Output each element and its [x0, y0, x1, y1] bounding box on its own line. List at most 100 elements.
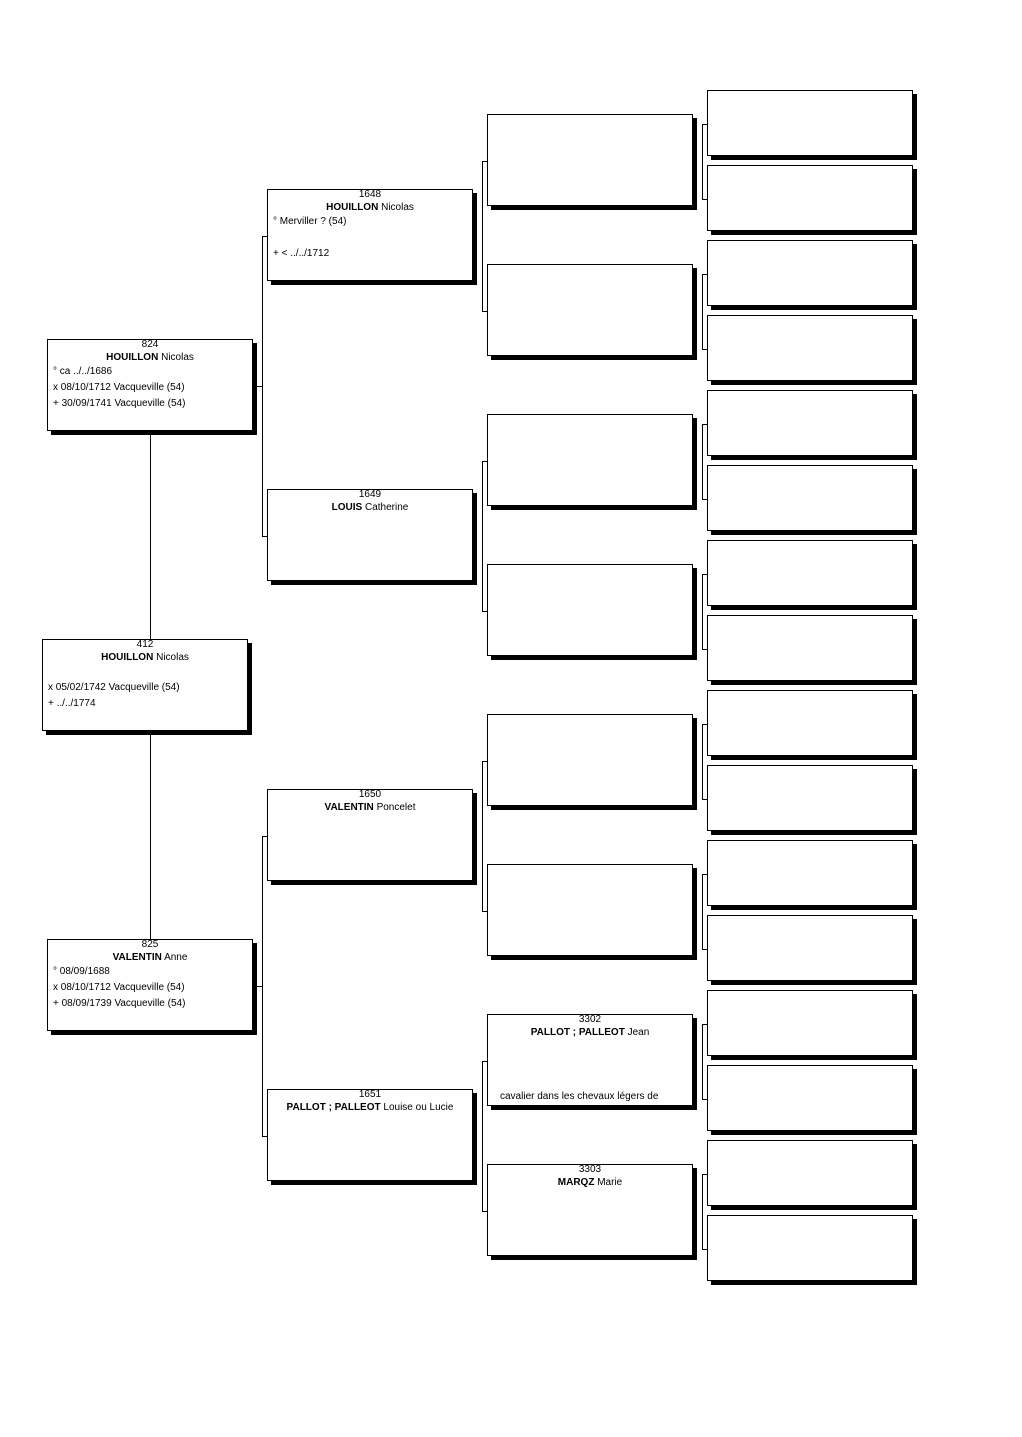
connector-line	[702, 649, 708, 650]
person-box-gen5-3[interactable]	[707, 240, 913, 306]
surname: VALENTIN	[112, 952, 162, 963]
connector-line	[702, 124, 703, 199]
birth-event: ° ca ../../1686	[53, 366, 113, 377]
connector-line	[702, 874, 708, 875]
person-box-824[interactable]: 824 HOUILLON Nicolas ° ca ../../1686 x 0…	[47, 339, 253, 431]
person-box-1651[interactable]: 1651 PALLOT ; PALLEOT Louise ou Lucie	[267, 1089, 473, 1181]
person-box-gen5-7[interactable]	[707, 540, 913, 606]
person-box-gen5-9[interactable]	[707, 690, 913, 756]
connector-line	[702, 349, 708, 350]
person-box-3301[interactable]	[487, 864, 693, 956]
connector-line	[482, 1061, 488, 1062]
sosa-number: 1651	[358, 1089, 382, 1100]
marriage-event: x 08/10/1712 Vacqueville (54)	[53, 982, 185, 993]
person-box-412[interactable]: 412 HOUILLON Nicolas x 05/02/1742 Vacque…	[42, 639, 248, 731]
connector-line	[702, 424, 708, 425]
marriage-event: x 08/10/1712 Vacqueville (54)	[53, 382, 185, 393]
given-name: Nicolas	[161, 352, 194, 363]
given-name: Anne	[164, 952, 188, 963]
death-event: + ../../1774	[48, 698, 96, 709]
connector-line	[702, 424, 703, 499]
surname: HOUILLON	[101, 652, 154, 663]
marriage-event: x 05/02/1742 Vacqueville (54)	[48, 682, 180, 693]
person-box-gen5-5[interactable]	[707, 390, 913, 456]
person-box-gen5-10[interactable]	[707, 765, 913, 831]
person-box-gen5-6[interactable]	[707, 465, 913, 531]
sosa-number: 3302	[578, 1014, 602, 1025]
person-box-3299[interactable]	[487, 564, 693, 656]
birth-event	[43, 664, 247, 680]
person-box-3296[interactable]	[487, 114, 693, 206]
person-box-gen5-4[interactable]	[707, 315, 913, 381]
connector-line	[262, 1136, 268, 1137]
birth-event: ° Merviller ? (54)	[273, 216, 347, 227]
person-box-3297[interactable]	[487, 264, 693, 356]
connector-line	[482, 311, 488, 312]
connector-line	[482, 461, 483, 611]
person-box-1650[interactable]: 1650 VALENTIN Poncelet	[267, 789, 473, 881]
birth-event: ° 08/09/1688	[53, 966, 110, 977]
connector-line	[702, 1174, 703, 1249]
given-name: Nicolas	[381, 202, 414, 213]
connector-line	[702, 1249, 708, 1250]
person-name: PALLOT ; PALLEOT Louise ou Lucie	[268, 1101, 472, 1114]
person-box-gen5-16[interactable]	[707, 1215, 913, 1281]
connector-line	[257, 386, 263, 387]
connector-line	[702, 124, 708, 125]
given-name: Catherine	[364, 502, 409, 513]
person-box-3303[interactable]: 3303 MARQZ Marie	[487, 1164, 693, 1256]
person-box-gen5-2[interactable]	[707, 165, 913, 231]
connector-line	[482, 611, 488, 612]
person-box-gen5-1[interactable]	[707, 90, 913, 156]
person-name: MARQZ Marie	[488, 1176, 692, 1189]
person-box-gen5-13[interactable]	[707, 990, 913, 1056]
surname: HOUILLON	[106, 352, 159, 363]
person-name: VALENTIN Anne	[48, 951, 252, 964]
connector-line	[702, 1024, 708, 1025]
given-name: Nicolas	[156, 652, 189, 663]
given-name: Poncelet	[376, 802, 416, 813]
death-event: + 30/09/1741 Vacqueville (54)	[53, 398, 186, 409]
connector-line	[262, 236, 268, 237]
connector-line	[702, 724, 703, 799]
connector-line	[702, 724, 708, 725]
person-box-3300[interactable]	[487, 714, 693, 806]
person-box-3298[interactable]	[487, 414, 693, 506]
person-box-1649[interactable]: 1649 LOUIS Catherine	[267, 489, 473, 581]
given-name: Louise ou Lucie	[383, 1102, 454, 1113]
connector-line	[482, 761, 483, 911]
sosa-number: 3303	[578, 1164, 602, 1175]
person-name: LOUIS Catherine	[268, 501, 472, 514]
connector-line	[702, 1024, 703, 1099]
death-event: + 08/09/1739 Vacqueville (54)	[53, 998, 186, 1009]
surname: HOUILLON	[326, 202, 379, 213]
surname: MARQZ	[557, 1177, 595, 1188]
person-name: VALENTIN Poncelet	[268, 801, 472, 814]
person-box-gen5-14[interactable]	[707, 1065, 913, 1131]
person-box-gen5-12[interactable]	[707, 915, 913, 981]
death-event: + < ../../1712	[273, 248, 330, 259]
person-box-3302[interactable]: 3302 PALLOT ; PALLEOT Jean cavalier dans…	[487, 1014, 693, 1106]
person-box-1648[interactable]: 1648 HOUILLON Nicolas ° Merviller ? (54)…	[267, 189, 473, 281]
person-name: HOUILLON Nicolas	[48, 351, 252, 364]
connector-line	[702, 1099, 708, 1100]
connector-line	[482, 161, 488, 162]
connector-line	[482, 1061, 483, 1211]
person-name: PALLOT ; PALLEOT Jean	[488, 1026, 692, 1039]
sosa-number: 825	[141, 939, 159, 950]
connector-line	[262, 836, 268, 837]
connector-line	[150, 432, 151, 639]
person-name: HOUILLON Nicolas	[268, 201, 472, 214]
occupation-note: cavalier dans les chevaux légers de	[500, 1091, 659, 1102]
person-box-gen5-11[interactable]	[707, 840, 913, 906]
person-box-825[interactable]: 825 VALENTIN Anne ° 08/09/1688 x 08/10/1…	[47, 939, 253, 1031]
connector-line	[257, 986, 263, 987]
person-box-gen5-15[interactable]	[707, 1140, 913, 1206]
person-box-gen5-8[interactable]	[707, 615, 913, 681]
connector-line	[702, 199, 708, 200]
sosa-number: 412	[136, 639, 154, 650]
connector-line	[482, 911, 488, 912]
surname: PALLOT ; PALLEOT	[530, 1027, 625, 1038]
marriage-event	[268, 230, 472, 246]
connector-line	[702, 574, 708, 575]
